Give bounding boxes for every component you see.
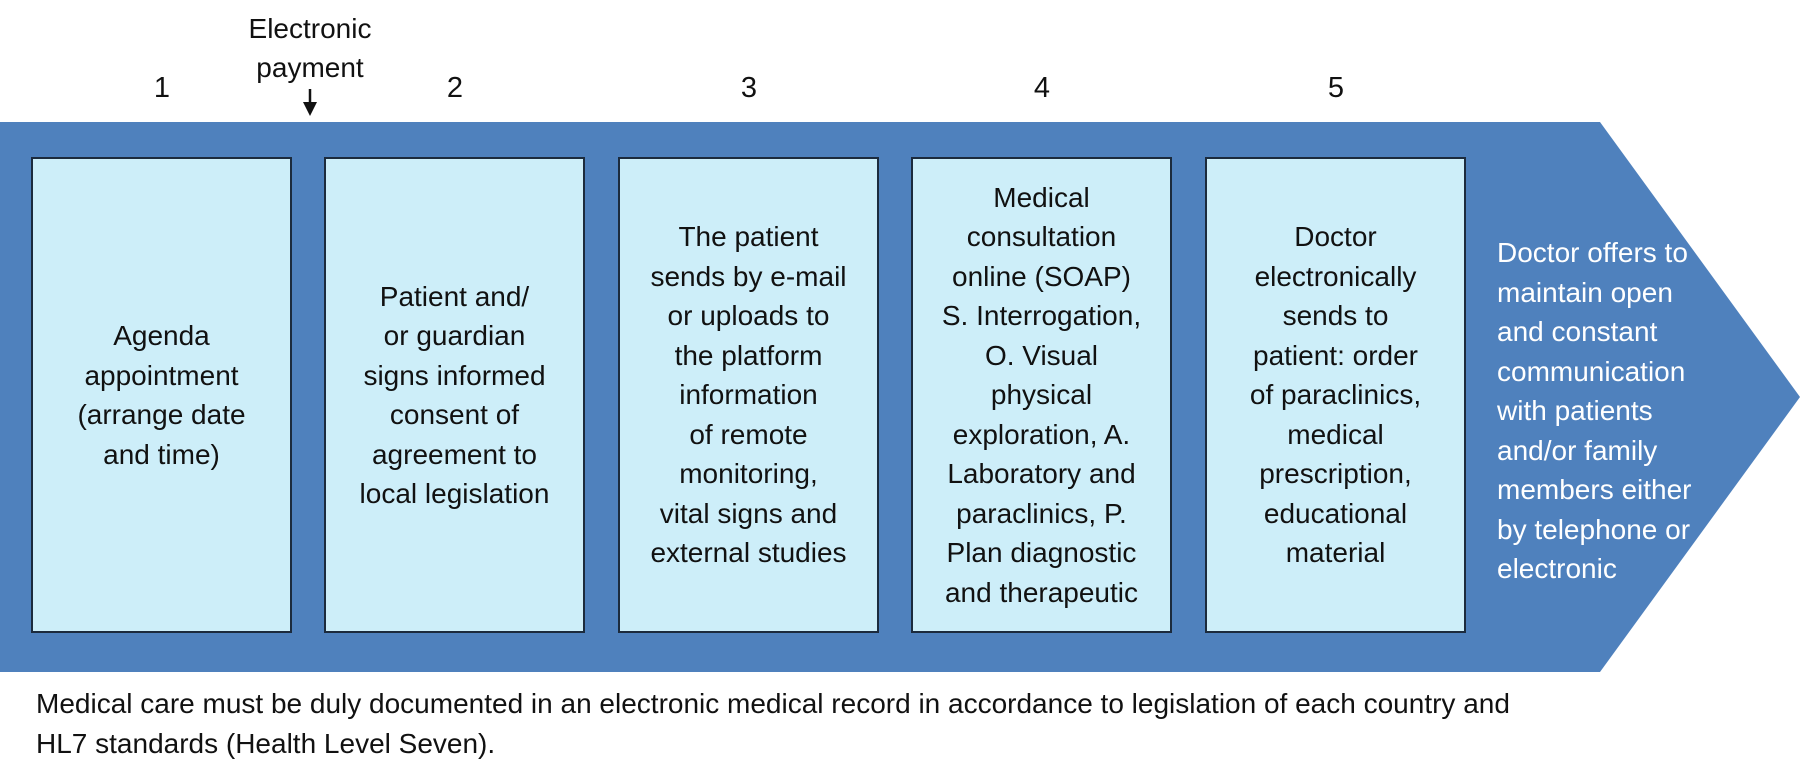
step-text-5: Doctor electronically sends to patient: … (1249, 221, 1422, 569)
step-box-3: The patient sends by e-mail or uploads t… (618, 157, 879, 633)
step-number-5: 5 (1327, 72, 1345, 104)
step-text-4: Medical consultation online (SOAP) S. In… (941, 181, 1142, 608)
step-text-1: Agenda appointment (arrange date and tim… (77, 320, 246, 470)
step-number-1: 1 (153, 72, 171, 104)
step-number-2: 2 (446, 72, 464, 104)
step-text-2: Patient and/ or guardian signs informed … (359, 280, 550, 510)
step-box-1: Agenda appointment (arrange date and tim… (31, 157, 292, 633)
step-box-2: Patient and/ or guardian signs informed … (324, 157, 585, 633)
step-number-4: 4 (1033, 72, 1051, 104)
step-box-4: Medical consultation online (SOAP) S. In… (911, 157, 1172, 633)
step-box-5: Doctor electronically sends to patient: … (1205, 157, 1466, 633)
final-step-text: Doctor offers to maintain open and const… (1497, 237, 1692, 584)
step-text-3: The patient sends by e-mail or uploads t… (650, 221, 847, 569)
footnote: Medical care must be duly documented in … (36, 688, 1510, 759)
step-number-3: 3 (740, 72, 758, 104)
electronic-payment-label: Electronic payment (248, 13, 372, 83)
down-arrow-icon (303, 89, 317, 116)
